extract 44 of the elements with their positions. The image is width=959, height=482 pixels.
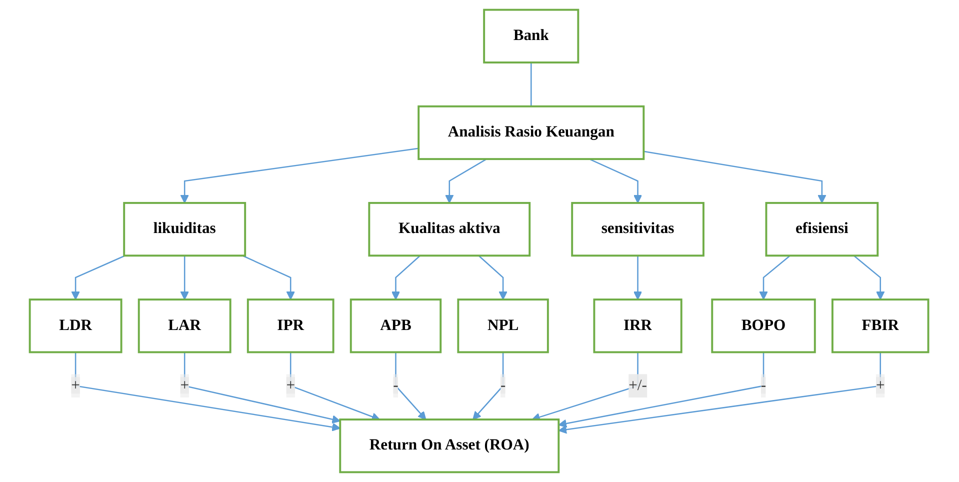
node-box: IPR [247, 298, 335, 354]
node-box: LDR [29, 298, 123, 354]
connector [530, 62, 532, 106]
node-box: Analisis Rasio Keuangan [418, 105, 646, 160]
arrow [290, 352, 381, 421]
arrow [644, 150, 827, 204]
arrow [473, 352, 504, 420]
node-box: sensitivitas [572, 202, 705, 257]
arrow [634, 256, 643, 300]
node-box: Return On Asset (ROA) [340, 418, 560, 474]
node-box: IRR [594, 298, 683, 354]
arrow [396, 352, 427, 420]
arrow [558, 352, 765, 428]
arrow [72, 255, 126, 300]
arrow [532, 352, 639, 422]
arrow [392, 255, 421, 300]
edge-label: - [500, 377, 506, 394]
arrow [180, 148, 420, 204]
edge-label: + [72, 377, 80, 394]
arrow [446, 158, 488, 204]
node-box: APB [350, 298, 442, 354]
edge-label: - [394, 377, 399, 394]
arrow [180, 256, 190, 300]
node-box: Kualitas aktiva [368, 202, 532, 257]
arrow [184, 352, 341, 424]
edge-label: +/- [629, 377, 648, 394]
node-box: NPL [458, 298, 550, 354]
arrow [590, 158, 643, 204]
arrow [558, 352, 882, 434]
arrow [854, 255, 886, 300]
edge-label: + [180, 377, 190, 394]
node-box: likuiditas [124, 202, 247, 257]
arrow [478, 255, 508, 300]
node-box: FBIR [832, 298, 930, 354]
edge-label: - [761, 377, 767, 394]
edge-label: + [286, 377, 296, 394]
node-box: LAR [138, 298, 232, 354]
node-box: efisiensi [766, 202, 880, 257]
node-box: BOPO [712, 298, 816, 354]
node-box: Bank [484, 8, 580, 64]
arrow [242, 255, 296, 300]
arrow [760, 255, 791, 300]
edge-label: + [876, 377, 886, 394]
arrow [75, 352, 341, 432]
